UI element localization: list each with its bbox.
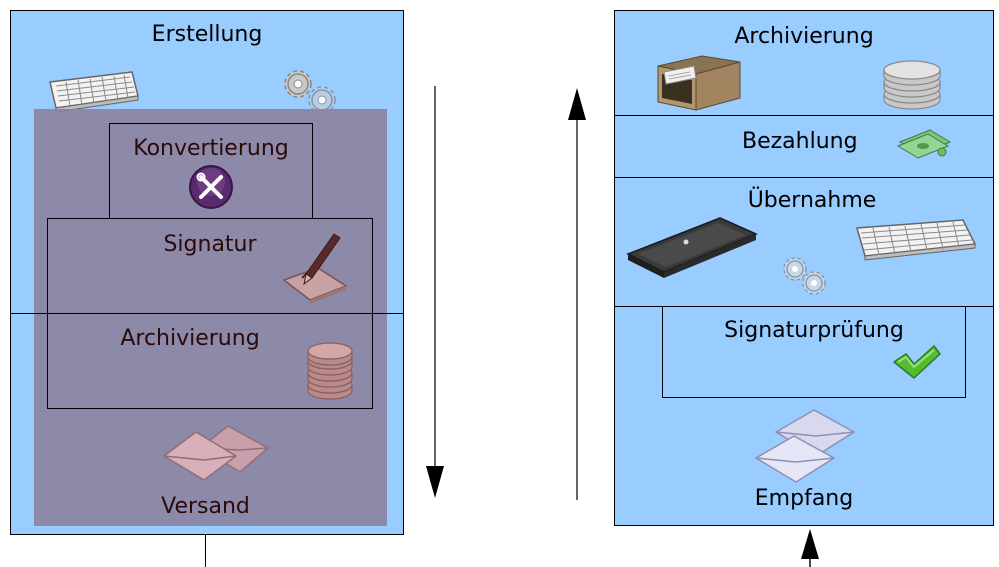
versand-label: Versand bbox=[161, 494, 250, 519]
pen-signature-icon bbox=[280, 228, 350, 304]
left-title-erstellung: Erstellung bbox=[151, 22, 263, 47]
uebernahme-label: Übernahme bbox=[747, 188, 877, 213]
left-bottom-connector bbox=[205, 535, 206, 567]
gears-icon bbox=[276, 66, 344, 116]
right-archivierung-label: Archivierung bbox=[734, 24, 874, 49]
down-arrow bbox=[424, 86, 446, 500]
konvertierung-label: Konvertierung bbox=[133, 136, 289, 161]
empfang-label: Empfang bbox=[754, 486, 854, 511]
checkmark-icon bbox=[892, 344, 942, 380]
database-icon bbox=[304, 341, 356, 400]
right-bottom-arrow bbox=[799, 527, 821, 567]
right-divider-2 bbox=[614, 177, 994, 178]
envelopes-icon-right bbox=[752, 408, 858, 488]
envelopes-icon bbox=[160, 420, 276, 484]
up-arrow bbox=[566, 86, 588, 502]
left-divider-tick-left bbox=[10, 298, 11, 314]
scanner-icon bbox=[624, 212, 760, 284]
keyboard-icon-right bbox=[853, 216, 979, 264]
tools-icon bbox=[188, 164, 234, 210]
signaturpruefung-label: Signaturprüfung bbox=[724, 318, 904, 343]
signatur-label: Signatur bbox=[163, 232, 257, 257]
file-cabinet-icon bbox=[652, 52, 744, 112]
left-divider bbox=[10, 313, 404, 314]
bezahlung-label: Bezahlung bbox=[742, 129, 858, 154]
keyboard-icon bbox=[46, 68, 140, 113]
signatur-box bbox=[47, 218, 373, 409]
left-archivierung-label: Archivierung bbox=[120, 326, 260, 351]
database-icon-right bbox=[880, 58, 944, 110]
gears-icon-right bbox=[778, 254, 832, 298]
signaturpruefung-box bbox=[662, 306, 966, 398]
right-divider-1 bbox=[614, 115, 994, 116]
money-icon bbox=[896, 126, 954, 160]
